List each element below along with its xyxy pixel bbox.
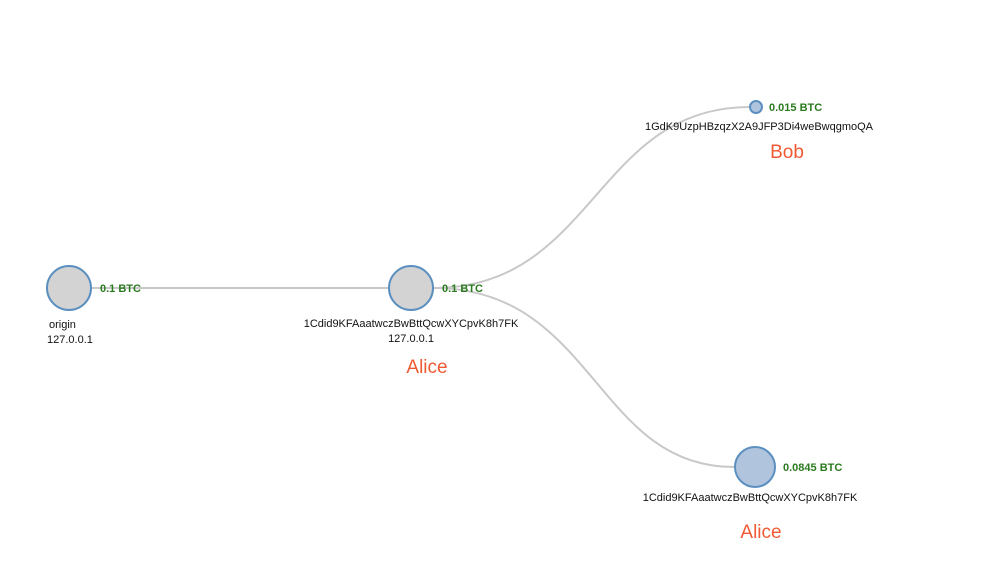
link-alice-1-to-alice-2 xyxy=(432,287,735,468)
node-amount: 0.1 BTC xyxy=(442,283,483,295)
node-amount: 0.0845 BTC xyxy=(783,462,842,474)
node-alice-1[interactable]: 0.1 BTC 1Cdid9KFAaatwczBwBttQcwXYCpvK8h7… xyxy=(304,265,519,378)
node-ip: 127.0.0.1 xyxy=(388,333,434,345)
node-address: 1Cdid9KFAaatwczBwBttQcwXYCpvK8h7FK xyxy=(643,492,858,504)
node-circle[interactable] xyxy=(388,265,434,311)
node-bob[interactable]: 0.015 BTC 1GdK9UzpHBzqzX2A9JFP3Di4weBwqg… xyxy=(645,100,874,163)
node-ip: 127.0.0.1 xyxy=(47,334,93,346)
node-amount: 0.1 BTC xyxy=(100,283,141,295)
node-address: 1GdK9UzpHBzqzX2A9JFP3Di4weBwqgmoQA xyxy=(645,121,874,133)
node-address: origin xyxy=(49,319,76,331)
node-alice-2[interactable]: 0.0845 BTC 1Cdid9KFAaatwczBwBttQcwXYCpvK… xyxy=(643,446,858,543)
node-owner: Bob xyxy=(770,142,804,163)
node-owner: Alice xyxy=(406,357,447,378)
node-circle[interactable] xyxy=(46,265,92,311)
node-origin[interactable]: 0.1 BTC origin 127.0.0.1 xyxy=(46,265,141,346)
node-address: 1Cdid9KFAaatwczBwBttQcwXYCpvK8h7FK xyxy=(304,318,519,330)
node-amount: 0.015 BTC xyxy=(769,102,822,114)
link-alice-1-to-bob xyxy=(432,106,751,289)
node-circle[interactable] xyxy=(749,100,763,114)
node-owner: Alice xyxy=(740,522,781,543)
links-layer xyxy=(91,106,751,468)
node-circle[interactable] xyxy=(734,446,776,488)
